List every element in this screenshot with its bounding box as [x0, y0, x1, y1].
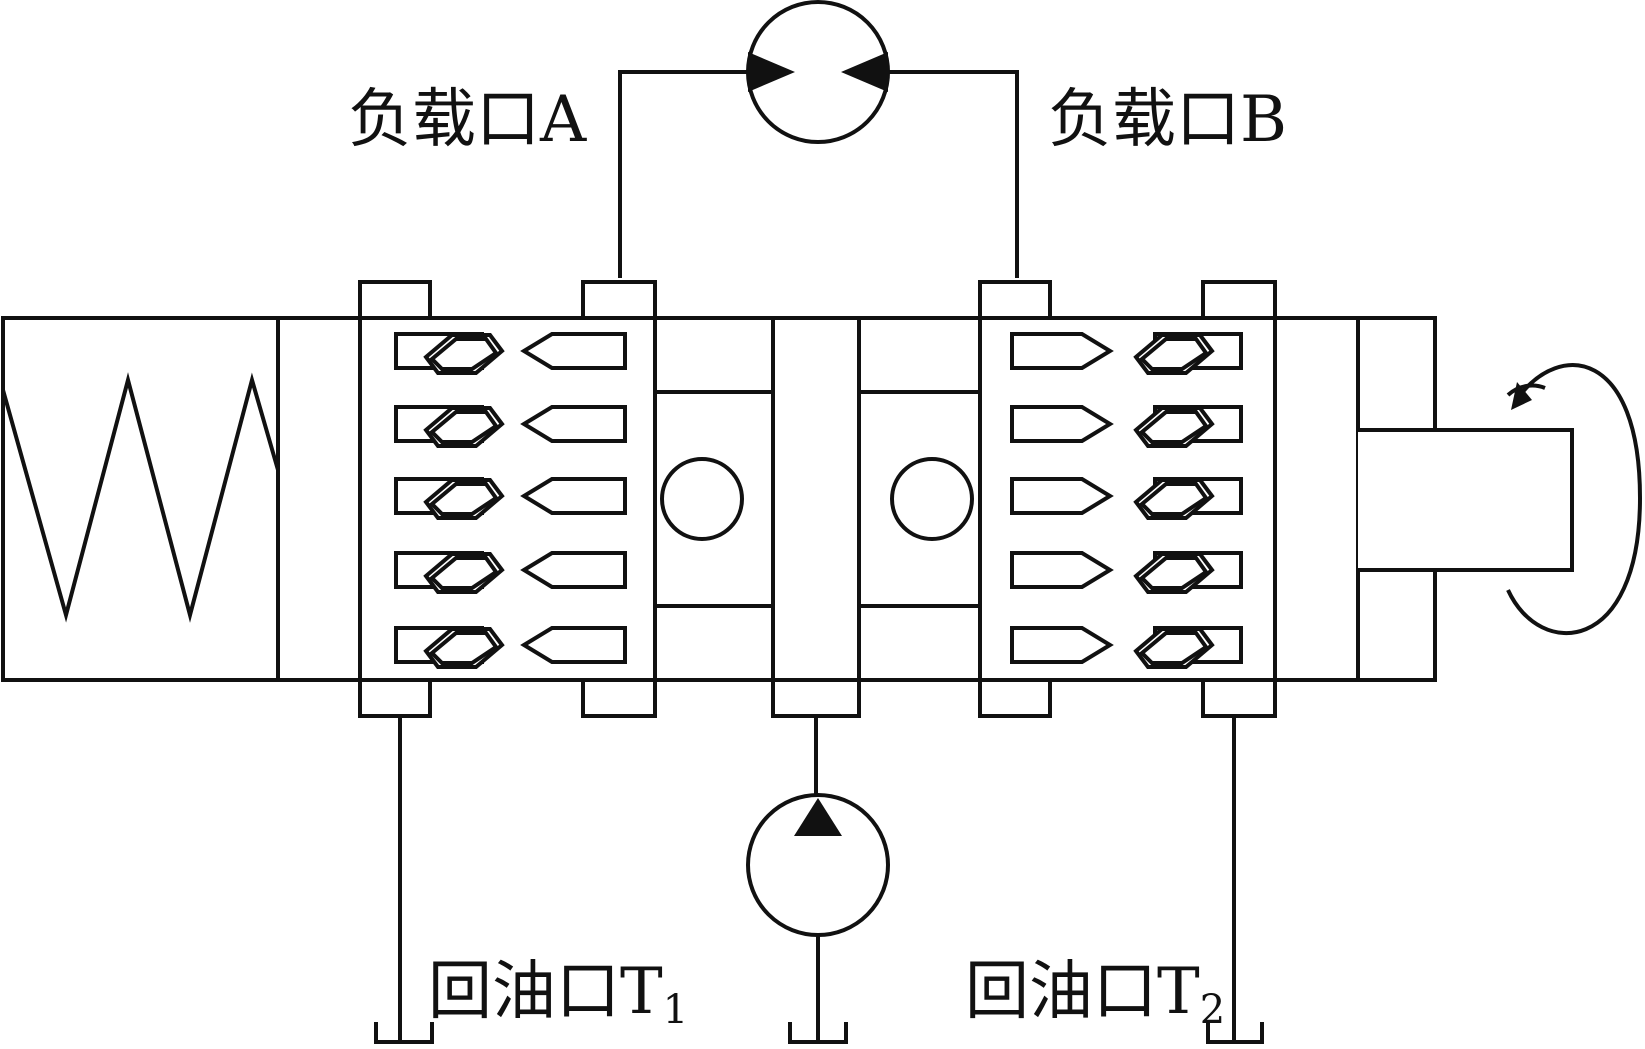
- return-t2-sub: 2: [1199, 987, 1226, 1033]
- right-pointed-slot: [1010, 551, 1114, 589]
- right-slot-array: [1010, 332, 1243, 669]
- left-ball-icon: [660, 457, 744, 541]
- right-pointed-slot: [1010, 332, 1114, 370]
- return-line-t1: [374, 716, 434, 1044]
- right-orifice-slot: [1133, 405, 1243, 448]
- return-t2-main: 回油口T: [965, 955, 1200, 1029]
- left-pointed-slot: [520, 551, 627, 589]
- right-pointed-slot: [1010, 477, 1114, 515]
- rotation-arrow-icon: [1506, 363, 1643, 635]
- pump-line: [746, 716, 890, 1044]
- right-pointed-slot: [1010, 626, 1114, 664]
- left-pointed-slot: [520, 477, 627, 515]
- top-ports: [358, 280, 1277, 320]
- left-orifice-slot: [394, 405, 505, 448]
- hydraulic-motor-icon: [746, 0, 890, 144]
- left-orifice-slot: [394, 551, 505, 594]
- right-pointed-slot: [1010, 405, 1114, 443]
- left-slot-array: [394, 332, 627, 669]
- right-orifice-slot: [1133, 551, 1243, 594]
- port-a-label: 负载口A: [348, 83, 587, 157]
- return-t1-main: 回油口T: [428, 955, 663, 1029]
- left-pointed-slot: [520, 626, 627, 664]
- valve-body: [1, 316, 1437, 682]
- return-t1-label: 回油口T1: [428, 960, 688, 1030]
- right-orifice-slot: [1133, 477, 1243, 520]
- left-orifice-slot: [394, 477, 505, 520]
- hydraulic-pump-icon: [746, 793, 890, 937]
- return-line-t2: [1206, 716, 1264, 1044]
- left-pointed-slot: [520, 405, 627, 443]
- spring-icon: [1, 372, 280, 623]
- left-pointed-slot: [520, 332, 627, 370]
- rotary-actuator: [1358, 363, 1643, 635]
- bottom-ports: [358, 678, 1277, 718]
- port-b-label: 负载口B: [1048, 83, 1288, 157]
- return-t2-label: 回油口T2: [965, 960, 1225, 1030]
- right-orifice-slot: [1133, 332, 1243, 375]
- load-circuit: [618, 0, 1019, 278]
- right-orifice-slot: [1133, 626, 1243, 669]
- left-orifice-slot: [394, 332, 505, 375]
- return-t1-sub: 1: [662, 987, 689, 1033]
- right-ball-icon: [890, 457, 974, 541]
- left-orifice-slot: [394, 626, 505, 669]
